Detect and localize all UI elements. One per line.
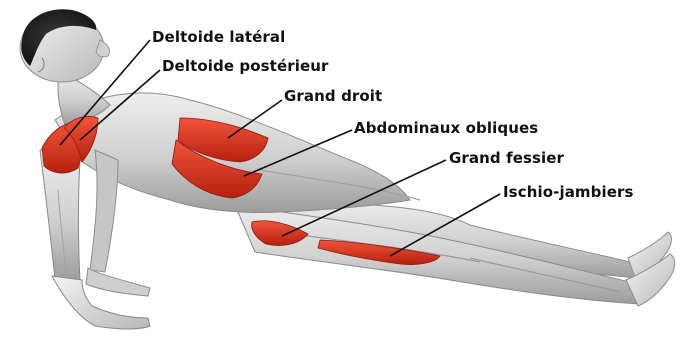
label-ischio-jambiers: Ischio-jambiers [503,183,634,201]
label-grand-fessier: Grand fessier [449,149,564,167]
head [20,9,110,125]
label-deltoide-lateral: Deltoide latéral [152,28,285,46]
label-deltoide-posterieur: Deltoide postérieur [162,57,329,75]
label-abdominaux-obliques: Abdominaux obliques [354,119,538,137]
label-grand-droit: Grand droit [284,87,382,105]
